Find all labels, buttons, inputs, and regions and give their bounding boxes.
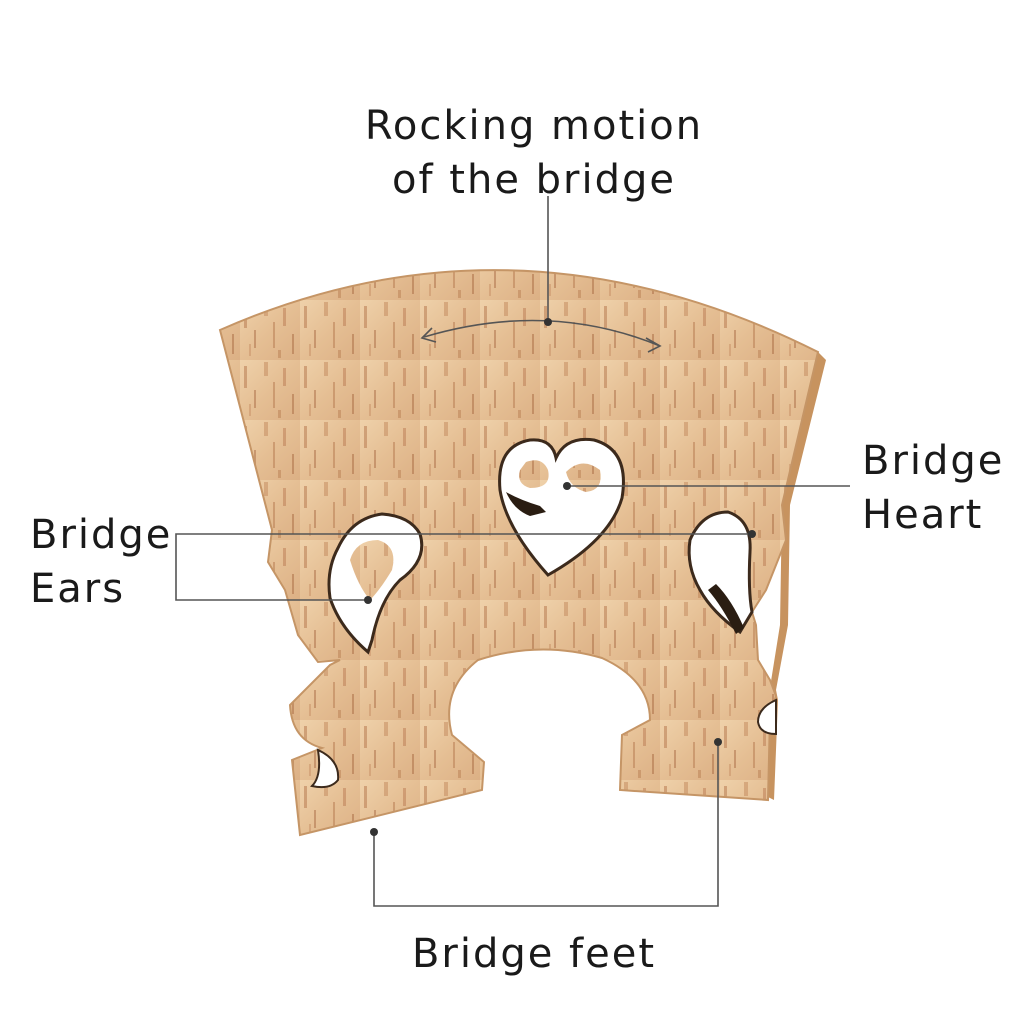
rocking-motion-label-line2: of the bridge [392, 157, 676, 203]
rocking-arrowhead-left [420, 327, 437, 343]
heart-dot [563, 482, 571, 490]
rocking-motion-label-line1: Rocking motion [364, 103, 704, 149]
rocking-dot [544, 318, 552, 326]
bridge-wood [218, 269, 820, 837]
bridge-body [218, 269, 826, 837]
rocking-arrowhead-right [645, 337, 662, 353]
bridge-heart-label: Bridge Heart [862, 434, 1004, 542]
annotation-dots [364, 318, 756, 836]
bridge-ears-label-line1: Bridge [30, 512, 173, 558]
left-ear-scroll [350, 540, 394, 600]
bridge-heart-label-line2: Heart [862, 492, 984, 538]
right-ear-dot [748, 530, 756, 538]
bridge-ears-label: Bridge Ears [30, 508, 172, 616]
heart-scroll-left [519, 460, 549, 488]
bridge-heart-label-line1: Bridge [862, 438, 1005, 484]
bridge-cutouts [310, 437, 777, 789]
right-ear-cutout [687, 510, 754, 635]
right-ear-shadow [708, 584, 744, 634]
left-foot-notch [310, 748, 340, 789]
bridge-ears-label-line2: Ears [30, 566, 126, 612]
left-foot-dot [370, 828, 378, 836]
right-foot-notch [756, 698, 777, 736]
rocking-motion-label: Rocking motion of the bridge [300, 99, 768, 207]
bridge-edge [764, 352, 826, 800]
right-foot-dot [714, 738, 722, 746]
bridge-feet-label: Bridge feet [300, 927, 768, 981]
heart-scroll-right [566, 463, 601, 492]
left-ear-dot [364, 596, 372, 604]
bridge-feet-label-text: Bridge feet [411, 931, 657, 977]
heart-inner-shadow [506, 492, 546, 516]
ears-leader-bracket [175, 533, 752, 601]
feet-leader-bracket [373, 742, 719, 907]
